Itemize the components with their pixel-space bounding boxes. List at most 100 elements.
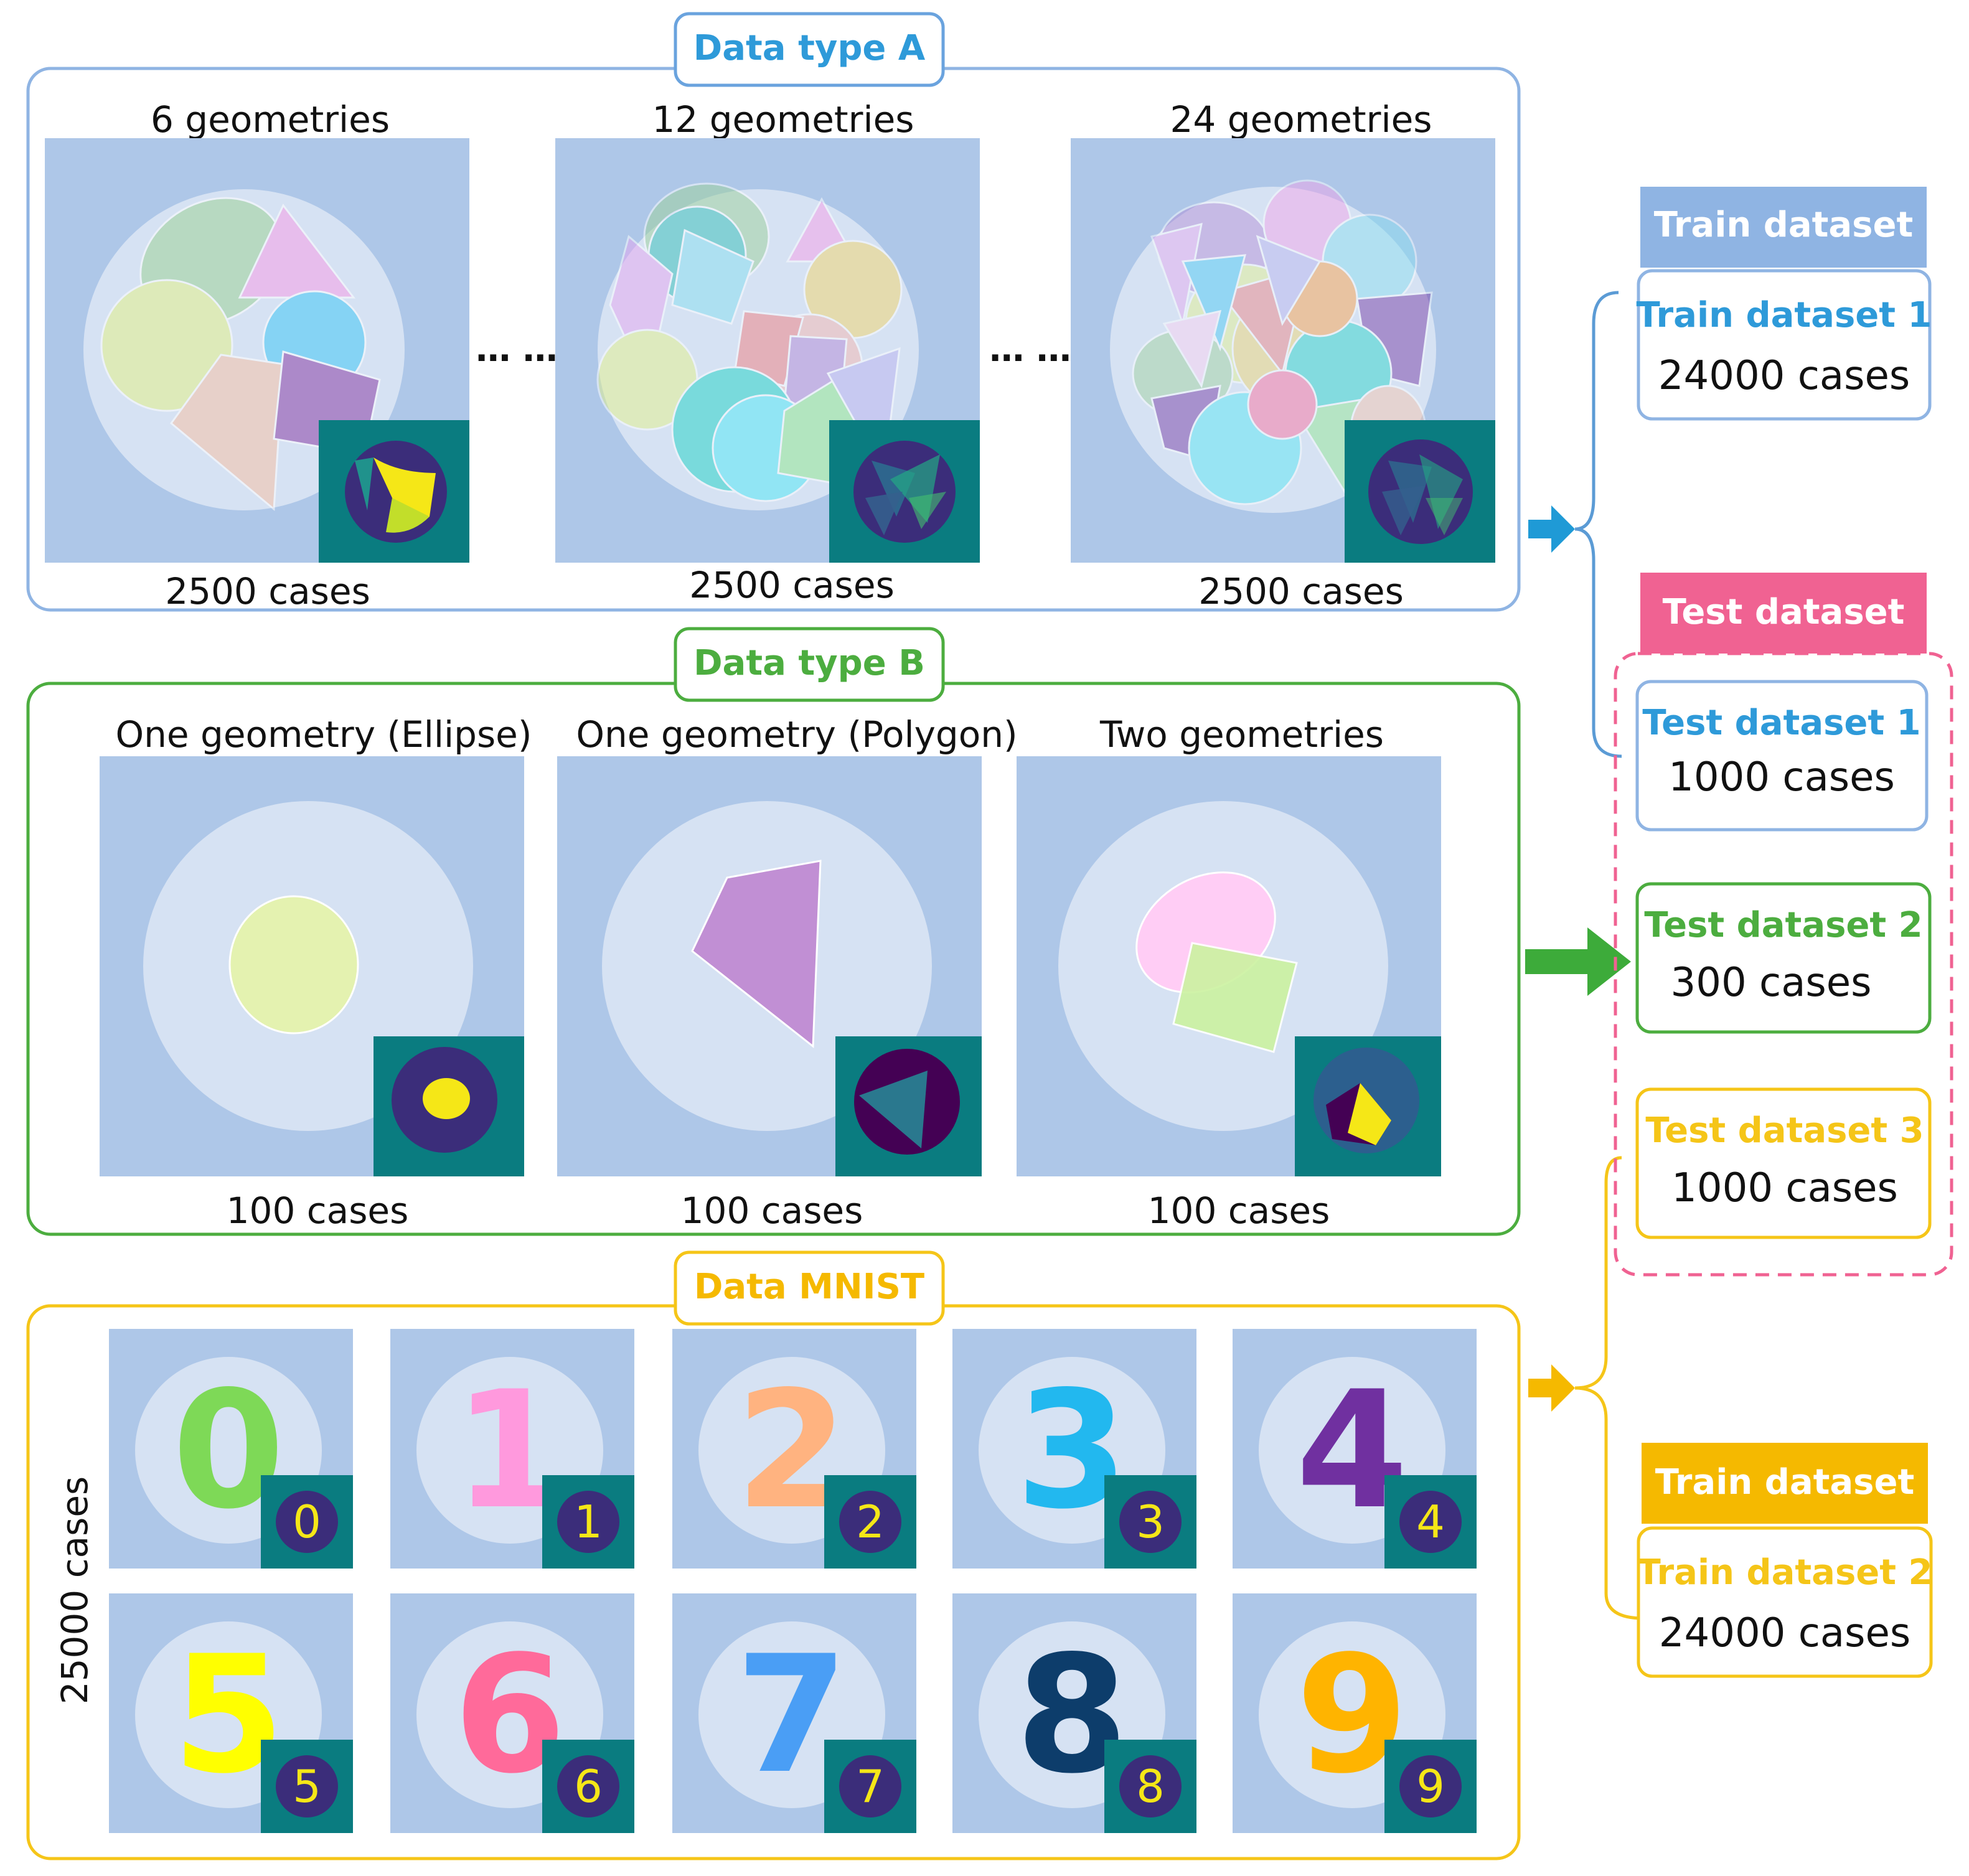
- mask-inset: [1345, 420, 1495, 563]
- train-dataset-2-box: [1637, 1526, 1933, 1678]
- panel-a3: [1071, 138, 1495, 563]
- panel-b2: [557, 756, 982, 1176]
- train-header-2: Train dataset: [1655, 1462, 1915, 1503]
- mask-digit: 3: [1136, 1496, 1165, 1548]
- blue-brace: [1574, 291, 1622, 758]
- test-header-box: [1640, 573, 1927, 654]
- ellipse-geometry: [228, 895, 359, 1034]
- mask-disk: [839, 1491, 901, 1553]
- panel-b3-label: Two geometries: [1099, 713, 1384, 756]
- right-panel: Train dataset Train dataset 1 24000 case…: [1614, 187, 1953, 1678]
- mask-inset: [835, 1036, 982, 1176]
- panel-b1: [100, 756, 524, 1176]
- panel-b2-label: One geometry (Polygon): [576, 713, 1017, 756]
- mask-digit: 5: [293, 1760, 321, 1813]
- mask-digit: 4: [1416, 1496, 1445, 1548]
- panel-b3-cases: 100 cases: [1148, 1189, 1330, 1232]
- mask-disk: [276, 1491, 338, 1553]
- panel-a1: [45, 138, 469, 563]
- blue-arrow-icon: [1528, 505, 1575, 553]
- train-dataset-1-cases: 24000 cases: [1658, 353, 1910, 399]
- mask-digit: 8: [1136, 1760, 1165, 1813]
- train-dataset-2-cases: 24000 cases: [1659, 1610, 1910, 1656]
- train-header-2-box: [1642, 1443, 1928, 1524]
- mask-disk: [557, 1755, 619, 1817]
- ellipsis-a1: … …: [476, 329, 558, 370]
- train-dataset-1-title: Train dataset 1: [1637, 295, 1932, 335]
- gold-brace: [1574, 1156, 1644, 1620]
- data-mnist-title-box: [674, 1250, 945, 1326]
- mask-digit: 0: [293, 1496, 321, 1548]
- panel-b2-cases: 100 cases: [681, 1189, 863, 1232]
- data-type-a-section: Data type A 6 geometries 2500 cases: [26, 12, 1521, 612]
- green-arrow-icon: [1525, 927, 1631, 996]
- ellipsis-a2: … …: [989, 329, 1071, 370]
- test-dataset-dashed-frame: [1614, 652, 1953, 1277]
- mask-disk: [1399, 1491, 1462, 1553]
- train-dataset-2-title: Train dataset 2: [1637, 1552, 1933, 1593]
- polygon-geometry: [1172, 942, 1298, 1053]
- mask-disk: [557, 1491, 619, 1553]
- polygon-geometry: [691, 860, 822, 1048]
- mask-digit: 1: [574, 1496, 603, 1548]
- panel-a3-cases: 2500 cases: [1198, 570, 1404, 612]
- test-dataset-2-cases: 300 cases: [1671, 960, 1872, 1006]
- test-dataset-3-box: [1635, 1087, 1932, 1239]
- connectors: [1525, 291, 1644, 1620]
- panel-b1-label: One geometry (Ellipse): [115, 713, 532, 756]
- train-dataset-1-box: [1637, 269, 1932, 421]
- panel-a2-label: 12 geometries: [652, 98, 914, 141]
- data-mnist-title: Data MNIST: [694, 1267, 924, 1307]
- panel-b1-cases: 100 cases: [227, 1189, 409, 1232]
- mask-disk: [276, 1755, 338, 1817]
- panel-a2: [555, 138, 980, 563]
- mask-disk: [1119, 1491, 1182, 1553]
- mask-digit: 7: [856, 1760, 885, 1813]
- mask-disk: [839, 1755, 901, 1817]
- test-dataset-2-box: [1635, 882, 1932, 1034]
- panel-b3: [1017, 756, 1441, 1176]
- mask-inset: [829, 420, 980, 563]
- data-type-b-section: Data type B One geometry (Ellipse) 100 c…: [26, 627, 1521, 1236]
- data-type-a-title-box: [674, 12, 945, 87]
- mask-disk: [1399, 1755, 1462, 1817]
- mnist-side-label: 25000 cases: [54, 1476, 96, 1705]
- panel-a1-cases: 2500 cases: [165, 570, 370, 612]
- panel-a3-label: 24 geometries: [1170, 98, 1432, 141]
- data-type-b-title-box: [674, 627, 945, 702]
- panel-a1-label: 6 geometries: [151, 98, 390, 141]
- mask-disk: [1119, 1755, 1182, 1817]
- train-header-1-box: [1640, 187, 1927, 268]
- test-dataset-3-cases: 1000 cases: [1671, 1165, 1898, 1211]
- train-header-1: Train dataset: [1654, 205, 1914, 245]
- mask-inset: [374, 1036, 524, 1176]
- mask-inset: [319, 420, 469, 563]
- panel-a2-cases: 2500 cases: [689, 564, 895, 606]
- test-dataset-1-cases: 1000 cases: [1668, 754, 1895, 800]
- mask-inset: [1295, 1036, 1441, 1176]
- mask-digit: 6: [574, 1760, 603, 1813]
- data-type-b-title: Data type B: [693, 643, 925, 683]
- data-type-a-title: Data type A: [693, 28, 926, 68]
- test-dataset-3-title: Test dataset 3: [1645, 1110, 1924, 1151]
- mask-digit: 9: [1416, 1760, 1445, 1813]
- test-dataset-2-title: Test dataset 2: [1644, 905, 1922, 945]
- test-header: Test dataset: [1663, 592, 1905, 632]
- mask-digit: 2: [856, 1496, 885, 1548]
- test-dataset-1-title: Test dataset 1: [1642, 703, 1920, 743]
- test-dataset-1-box: [1635, 680, 1929, 832]
- gold-arrow-icon: [1528, 1364, 1575, 1412]
